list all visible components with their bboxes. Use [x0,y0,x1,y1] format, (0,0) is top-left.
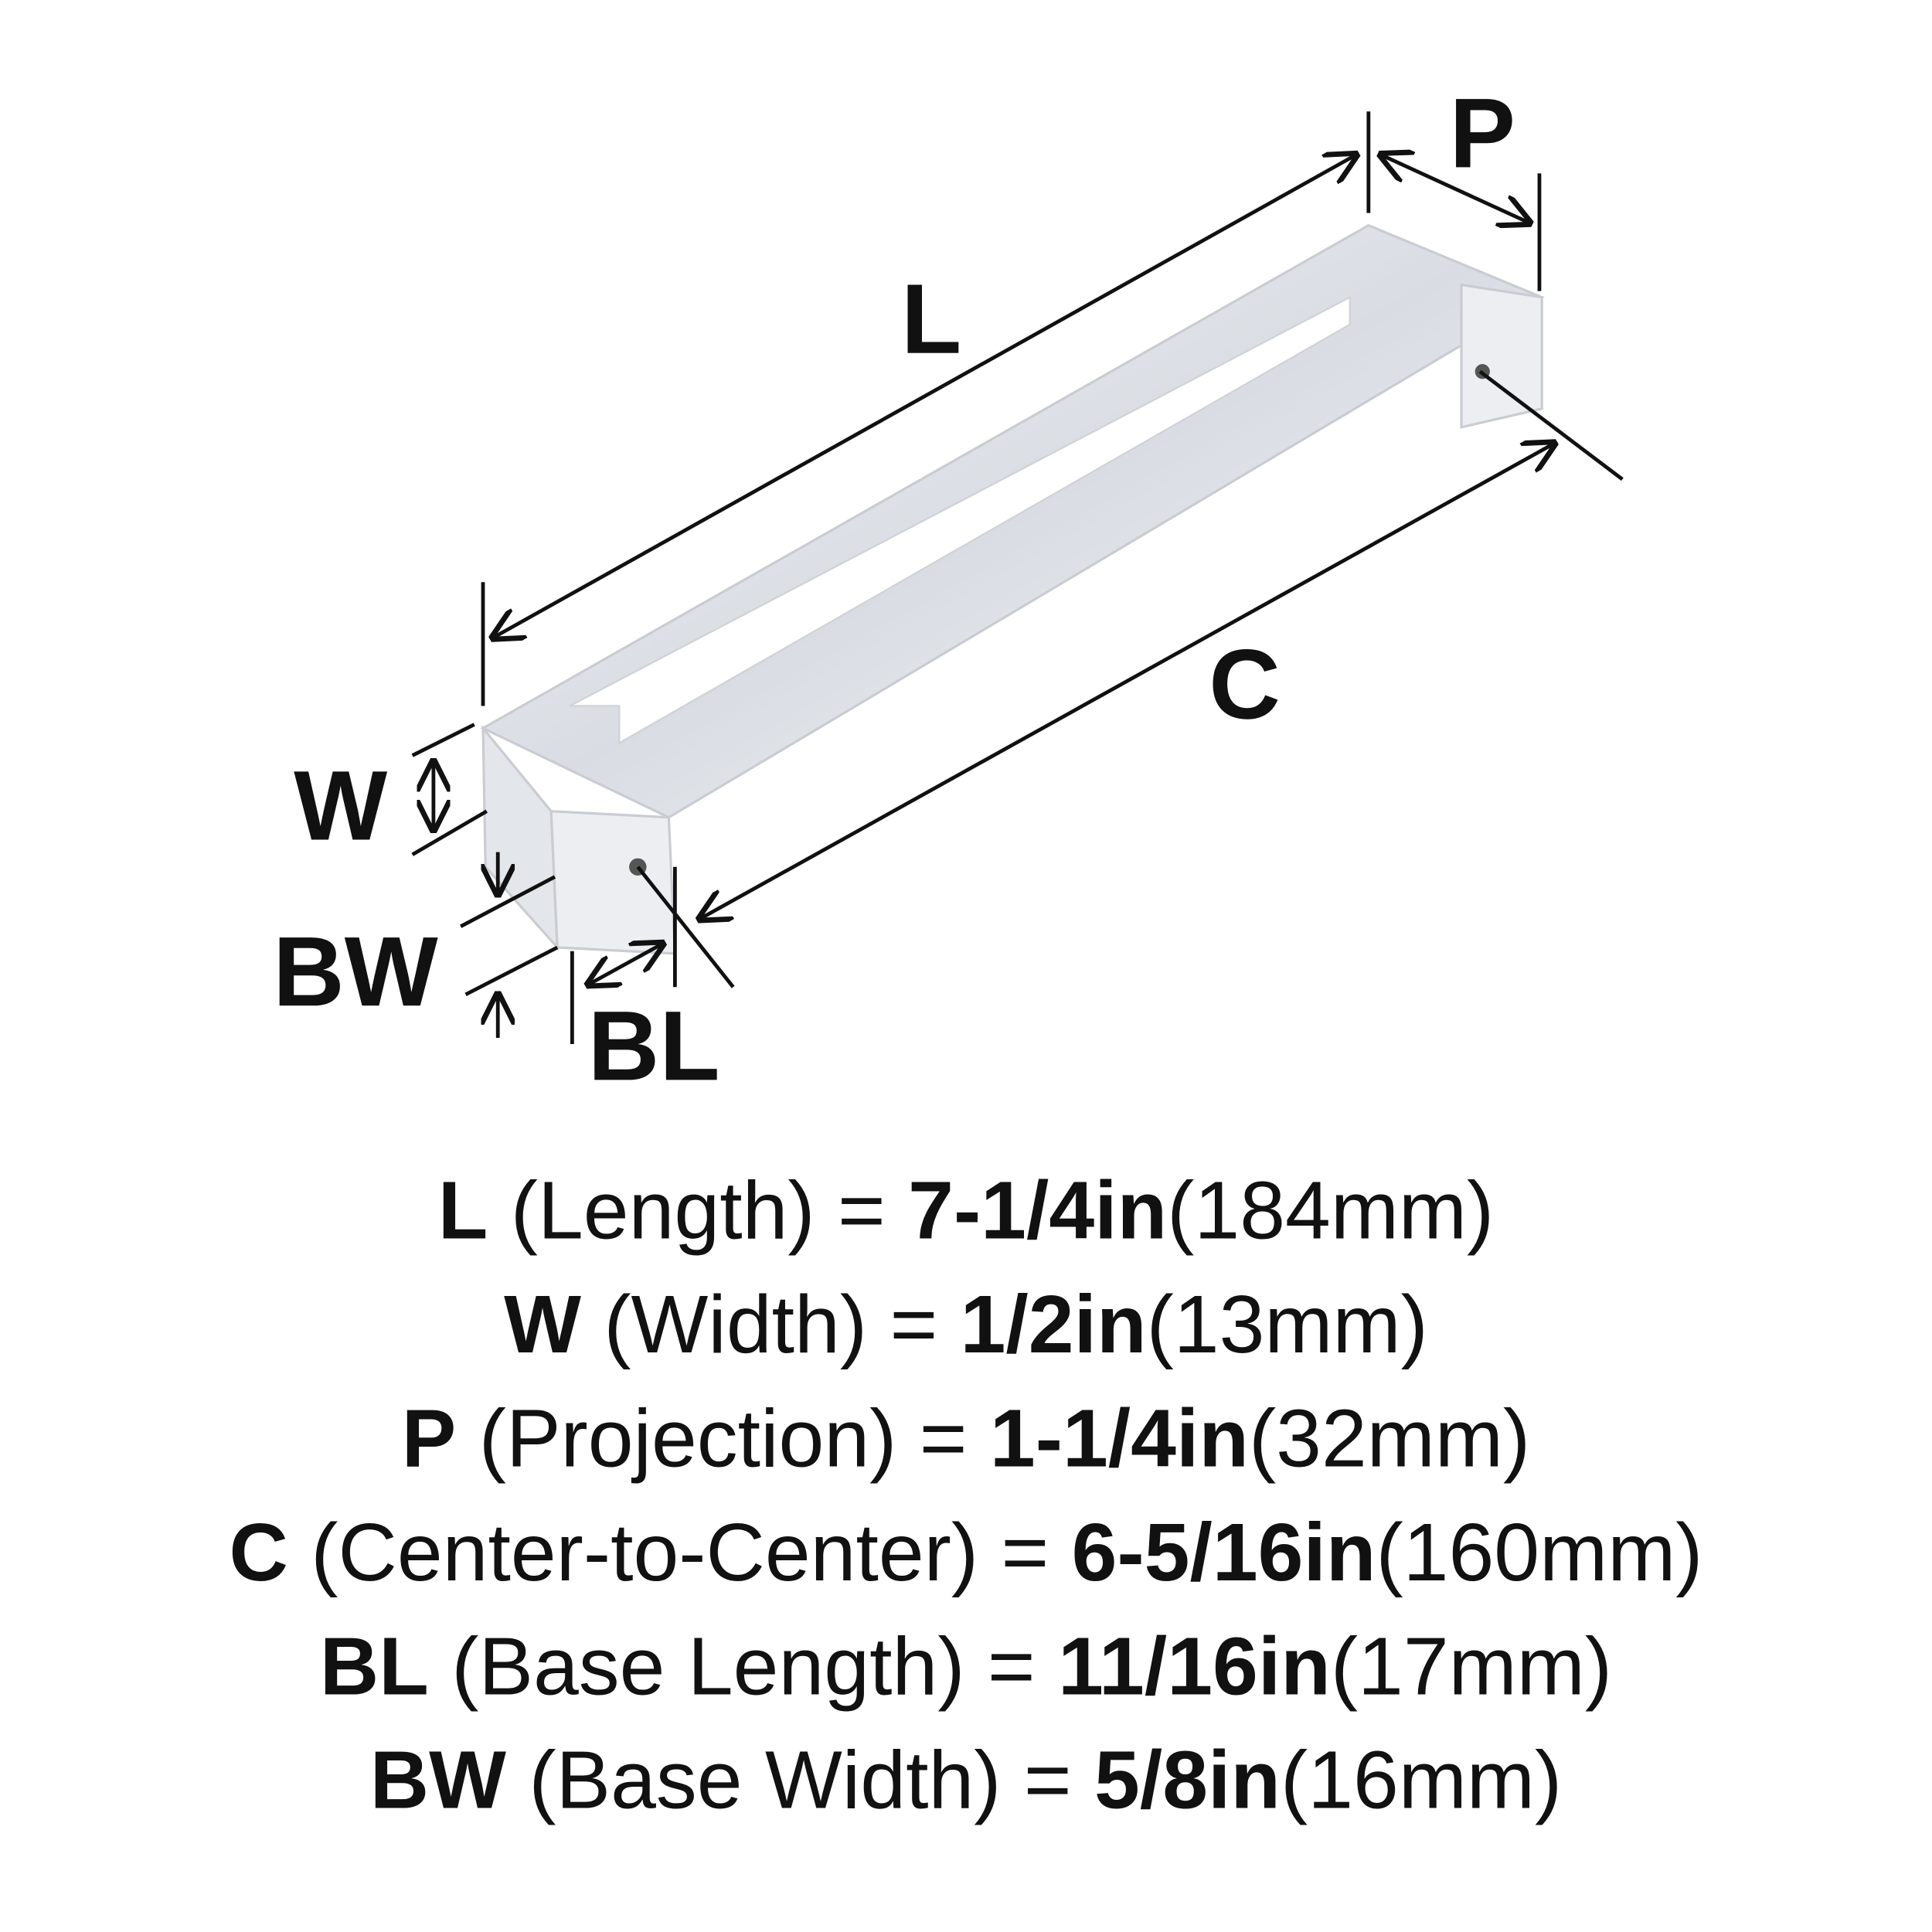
label-p: P [1450,78,1516,189]
specifications-list: L (Length) = 7-1/4in(184mm) W (Width) = … [229,1165,1702,1826]
label-bl: BL [588,991,720,1101]
spec-base-width: BW (Base Width) = 5/8in(16mm) [370,1735,1562,1826]
spec-center-to-center: C (Center-to-Center) = 6-5/16in(160mm) [229,1507,1702,1598]
spec-width: W (Width) = 1/2in(13mm) [504,1279,1428,1370]
label-bw: BW [273,917,438,1027]
label-c: C [1209,629,1281,740]
spec-projection: P (Projection) = 1-1/4in(32mm) [402,1393,1530,1484]
cabinet-pull-handle [480,223,1545,955]
dimension-lines [411,111,1624,1044]
label-l: L [901,264,961,375]
spec-length: L (Length) = 7-1/4in(184mm) [438,1165,1494,1257]
spec-base-length: BL (Base Length) = 11/16in(17mm) [320,1621,1612,1712]
label-w: W [294,751,387,862]
